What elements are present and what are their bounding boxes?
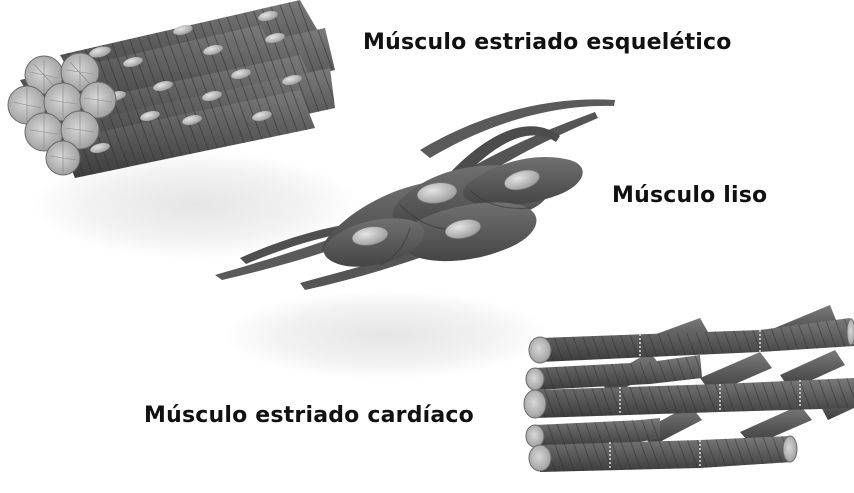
label-skeletal-muscle: Músculo estriado esquelético — [363, 30, 732, 55]
label-smooth-muscle: Músculo liso — [612, 183, 767, 208]
skeletal-muscle-bundle — [8, 0, 335, 178]
label-cardiac-muscle: Músculo estriado cardíaco — [144, 403, 474, 428]
cardiac-muscle-fibers — [524, 305, 854, 472]
